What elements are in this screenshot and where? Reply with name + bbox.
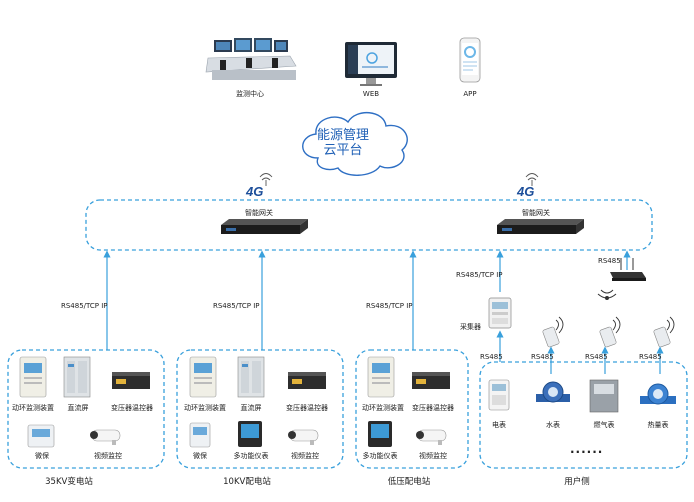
device-label-35kv-temp: 变压器温控器 — [111, 404, 153, 412]
env-monitor-device-10kv — [189, 356, 217, 398]
cloud-line-1: 能源管理 — [316, 128, 369, 143]
water-meter-device — [536, 381, 570, 403]
device-label-35kv-dc: 直流屏 — [67, 404, 89, 412]
device-label-user-water: 水表 — [546, 421, 560, 429]
gateway-label-right: 智能网关 — [522, 209, 550, 217]
monitor-center-label: 监测中心 — [236, 90, 264, 98]
smart-gateway-device-right — [497, 219, 584, 234]
web-monitor-icon — [345, 42, 397, 86]
device-label-lowv-video: 视频监控 — [419, 452, 447, 460]
web-label: WEB — [362, 90, 380, 98]
app-label: APP — [463, 90, 477, 98]
env-monitor-device-35kv — [19, 356, 47, 398]
monitor-center-icon — [205, 38, 297, 80]
device-label-35kv-video: 视频监控 — [94, 452, 122, 460]
smart-gateway-device-left — [221, 219, 308, 234]
gateway-label-left: 智能网关 — [245, 209, 273, 217]
link-label-collector: RS485/TCP IP — [456, 271, 503, 279]
device-label-10kv-meter: 多功能仪表 — [233, 452, 269, 460]
device-label-user-electric: 电表 — [492, 421, 506, 429]
4g-badge-right: 4G — [517, 184, 535, 199]
wireless-module-2 — [599, 316, 621, 348]
antenna-icon-right — [525, 173, 539, 186]
box-user-side — [479, 361, 688, 469]
cloud-platform-shape — [302, 112, 408, 176]
collector-label: 采集器 — [460, 323, 481, 331]
station-name-35kv: 35KV变电站 — [45, 477, 93, 487]
camera-device-lowv — [416, 429, 447, 445]
device-label-lowv-meter: 多功能仪表 — [362, 452, 398, 460]
micro-protection-device-35kv — [27, 424, 55, 448]
multi-meter-device-10kv — [238, 421, 262, 447]
device-label-10kv-protect: 微保 — [193, 452, 207, 460]
device-label-user-gas: 燃气表 — [593, 421, 615, 429]
box-low-voltage — [355, 349, 469, 469]
env-monitor-device-lowv — [367, 356, 395, 398]
device-label-lowv-temp: 变压器温控器 — [412, 404, 454, 412]
rs485-label-2: RS485 — [531, 353, 554, 361]
device-label-10kv-dc: 直流屏 — [240, 404, 262, 412]
rs485-label-3: RS485 — [585, 353, 608, 361]
camera-device-10kv — [288, 429, 319, 445]
electric-meter-device — [488, 379, 510, 411]
wireless-router-device — [610, 258, 646, 281]
device-label-user-heat: 热量表 — [647, 421, 669, 429]
collector-device — [488, 297, 512, 329]
wireless-module-1 — [542, 316, 564, 348]
station-name-10kv: 10KV配电站 — [223, 477, 271, 487]
micro-protection-device-10kv — [189, 422, 211, 448]
rs485-label-4: RS485 — [639, 353, 662, 361]
device-label-lowv-env: 动环监测装置 — [362, 404, 404, 412]
station-name-user: 用户侧 — [564, 477, 590, 487]
device-label-10kv-video: 视频监控 — [291, 452, 319, 460]
rs485-label-1: RS485 — [480, 353, 503, 361]
link-label-router: RS485 — [598, 257, 621, 265]
device-label-35kv-env: 动环监测装置 — [12, 404, 54, 412]
heat-meter-device — [640, 383, 676, 405]
link-label-lowv: RS485/TCP IP — [366, 302, 413, 310]
device-label-10kv-env: 动环监测装置 — [184, 404, 226, 412]
camera-device-35kv — [90, 429, 121, 445]
transformer-controller-device-35kv — [112, 372, 150, 389]
app-phone-icon — [459, 37, 481, 83]
transformer-controller-device-lowv — [412, 372, 450, 389]
station-name-lowv: 低压配电站 — [387, 477, 431, 487]
multi-meter-device-lowv — [368, 421, 392, 447]
device-label-35kv-protect: 微保 — [35, 452, 49, 460]
wireless-module-3 — [653, 316, 675, 348]
4g-badge-left: 4G — [246, 184, 264, 199]
link-label-35kv: RS485/TCP IP — [61, 302, 108, 310]
cloud-line-2: 云平台 — [323, 143, 363, 158]
wireless-signal-icon-router — [597, 289, 617, 300]
dc-panel-device-10kv — [237, 356, 265, 398]
device-label-10kv-temp: 变压器温控器 — [286, 404, 328, 412]
transformer-controller-device-10kv — [288, 372, 326, 389]
user-side-ellipsis: ...... — [570, 442, 604, 456]
box-35kv-substation — [7, 349, 165, 469]
cloud-platform-label: 能源管理 云平台 — [298, 128, 388, 158]
gas-meter-device — [589, 379, 619, 413]
link-label-10kv: RS485/TCP IP — [213, 302, 260, 310]
antenna-icon-left — [259, 173, 273, 186]
box-10kv-distribution — [176, 349, 344, 469]
gateway-network-box — [85, 199, 653, 251]
dc-panel-device-35kv — [63, 356, 91, 398]
